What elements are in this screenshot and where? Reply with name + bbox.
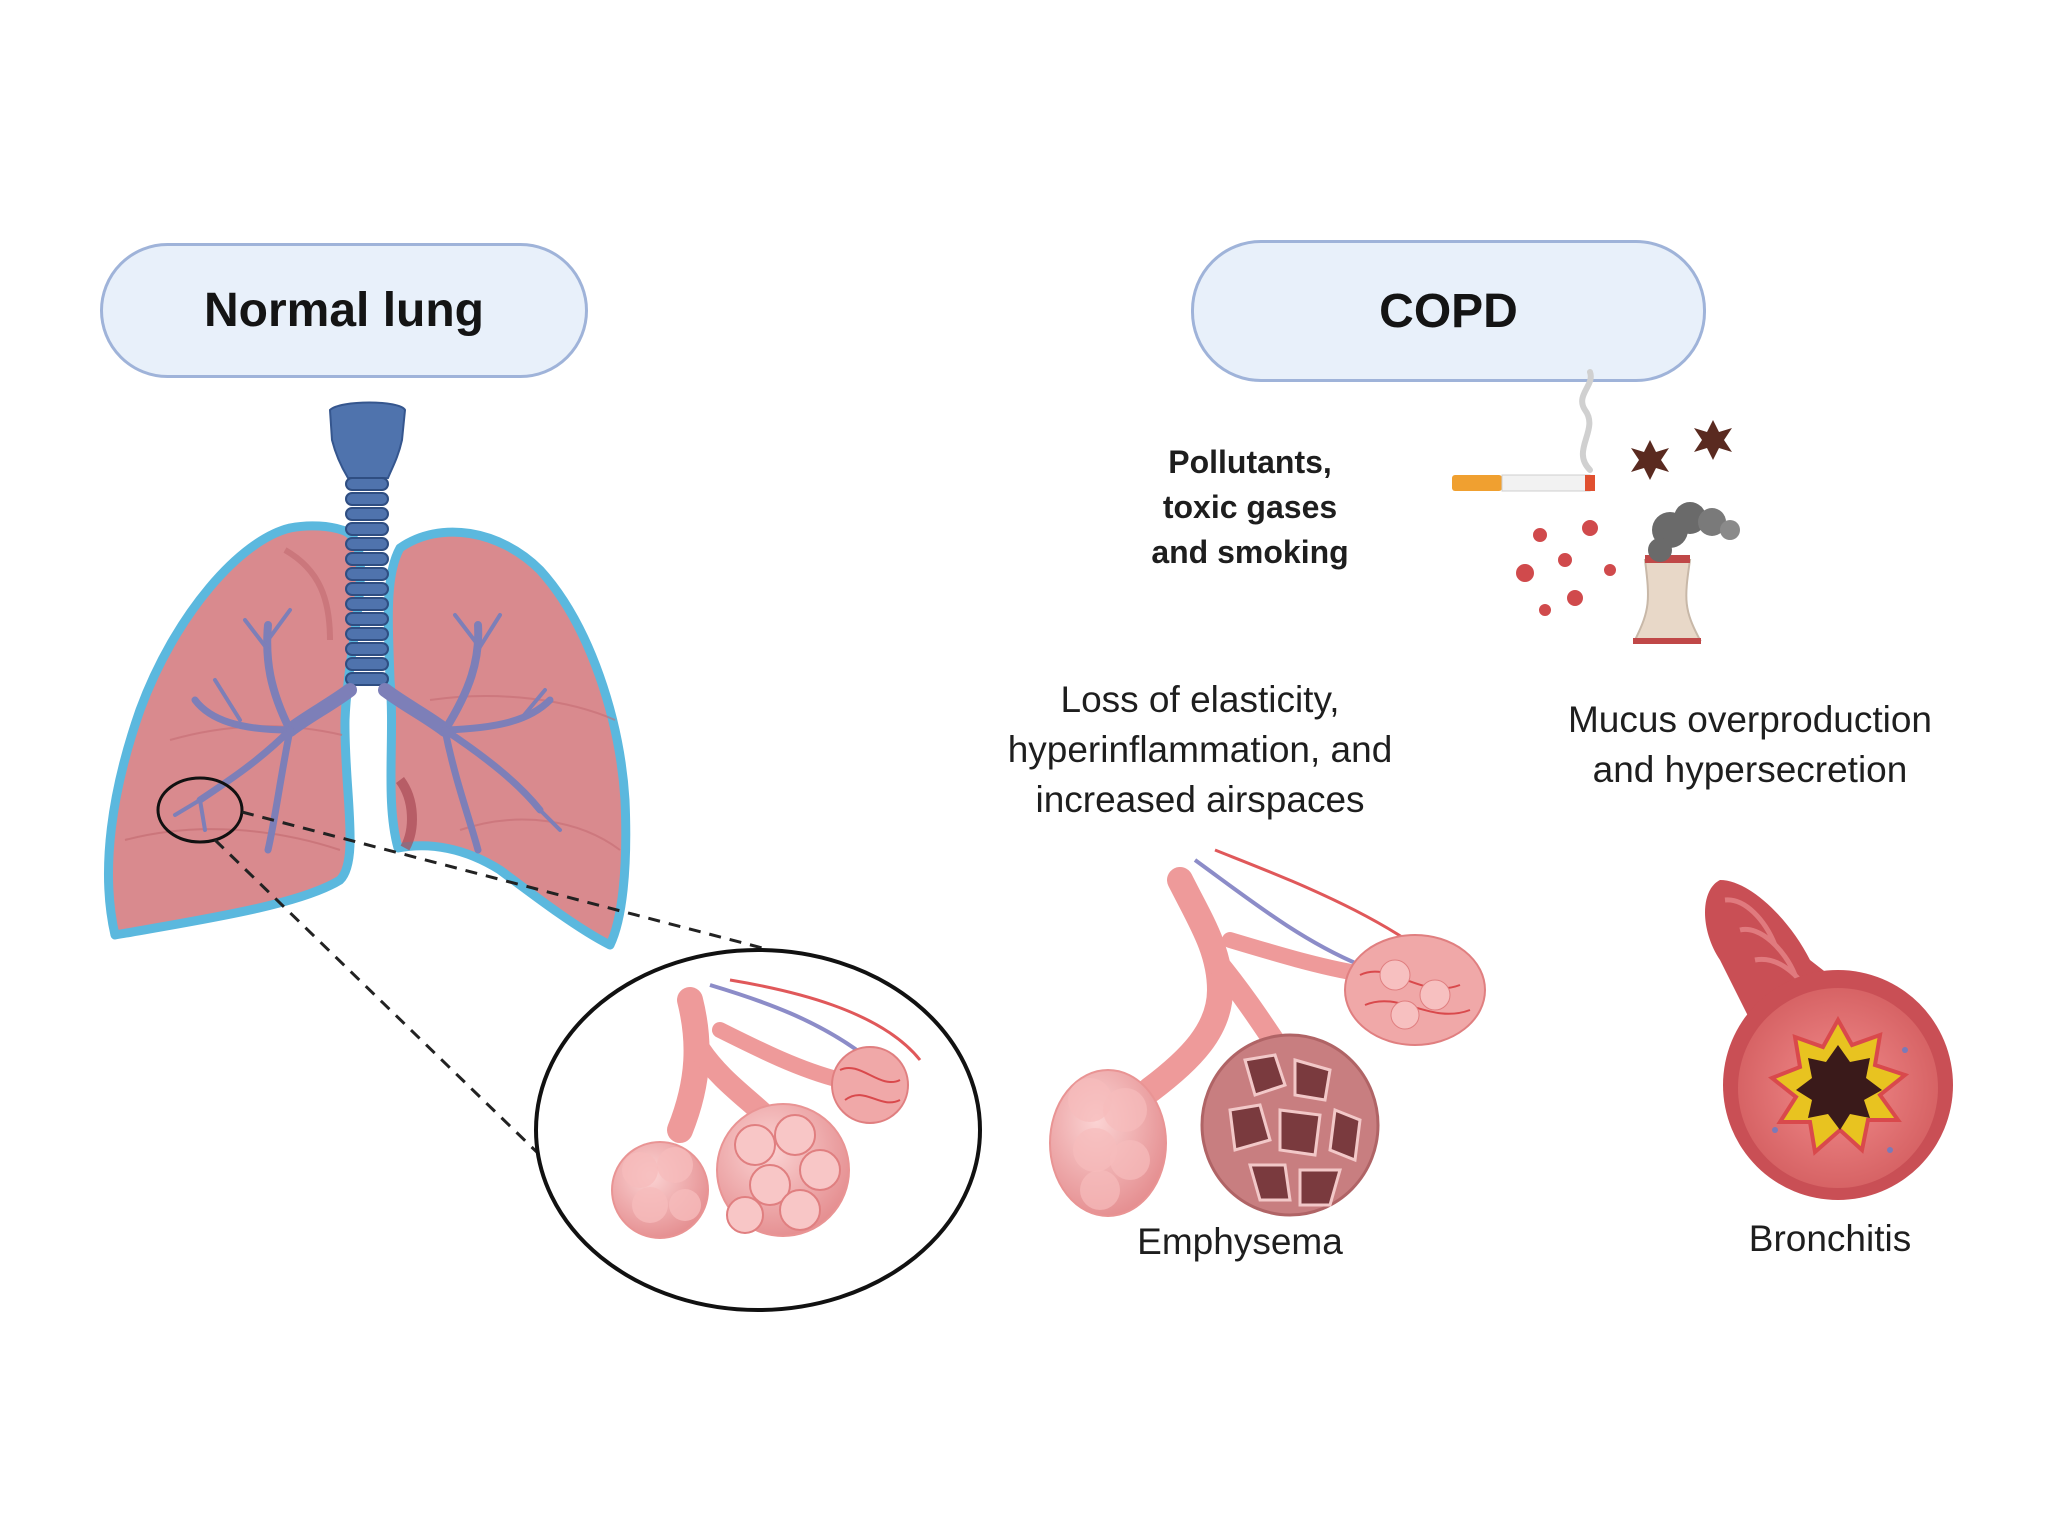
emphysema-illustration bbox=[1049, 848, 1486, 1217]
normal-alveoli-icon bbox=[611, 978, 922, 1239]
bronchitis-illustration bbox=[1705, 880, 1953, 1200]
normal-lung-title-text: Normal lung bbox=[203, 284, 484, 337]
bronchitis-label: Bronchitis bbox=[1748, 1218, 1912, 1259]
trachea-icon bbox=[345, 477, 389, 686]
copd-title-text: COPD bbox=[1379, 284, 1518, 338]
virus-particles-icon bbox=[1516, 520, 1616, 616]
zoom-source-circle bbox=[156, 776, 244, 844]
larynx-icon bbox=[328, 401, 407, 479]
pollutants-label: Pollutants, toxic gases and smoking bbox=[1151, 444, 1349, 570]
loss-of-elasticity-label: Loss of elasticity, hyperinflammation, a… bbox=[1007, 679, 1393, 820]
lung-illustration bbox=[104, 401, 982, 1312]
mucus-label: Mucus overproduction and hypersecretion bbox=[1567, 699, 1933, 790]
right-lung-icon bbox=[383, 527, 631, 950]
copd-title: COPD bbox=[1191, 240, 1706, 382]
particle-star-icon bbox=[1631, 420, 1732, 480]
bronchial-tree-icon bbox=[173, 608, 562, 854]
cigarette-icon bbox=[1452, 369, 1595, 492]
factory-chimney-icon bbox=[1633, 502, 1740, 644]
normal-lung-title: Normal lung bbox=[100, 243, 588, 378]
emphysema-label: Emphysema bbox=[1137, 1221, 1343, 1262]
